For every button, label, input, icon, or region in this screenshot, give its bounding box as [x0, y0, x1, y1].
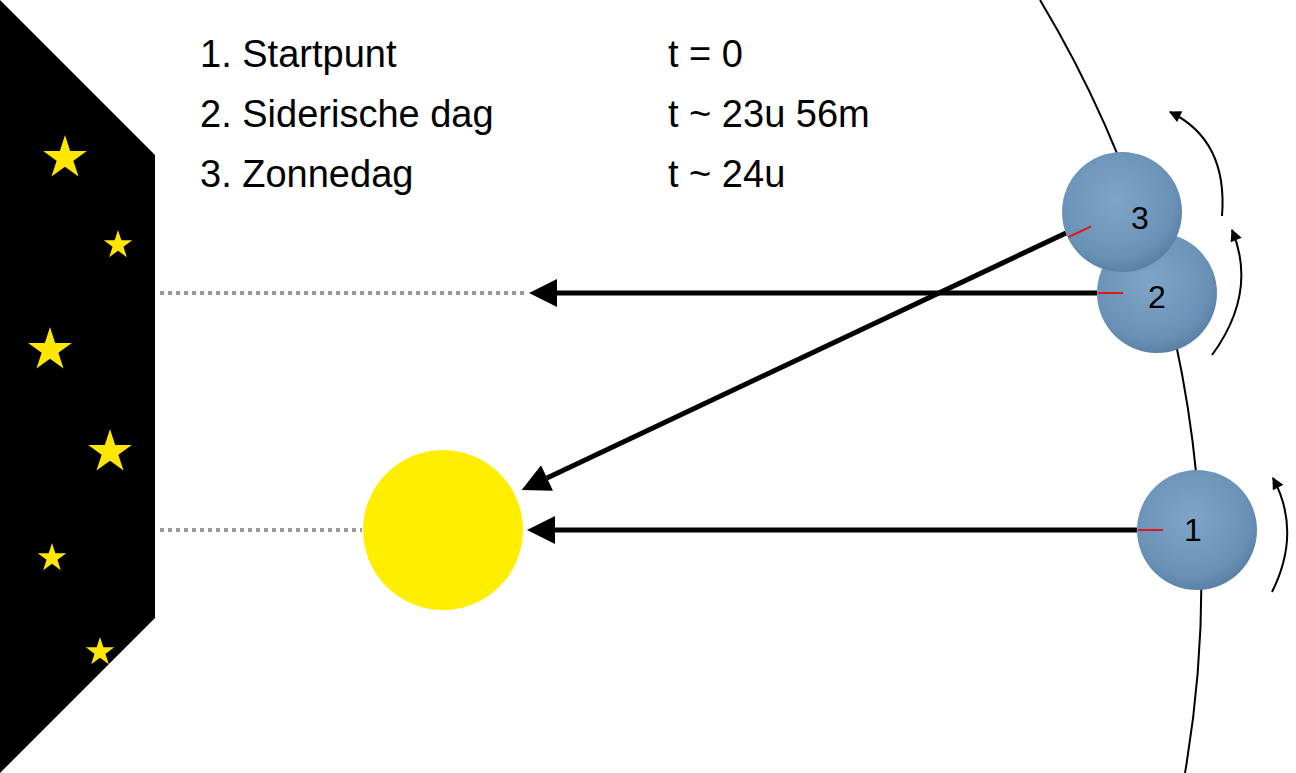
time-label: t ~ 24u [668, 152, 785, 198]
key-label: 2. Siderische dag [200, 92, 494, 138]
earth-circle: 1 [1137, 470, 1257, 590]
observer-marker [1098, 292, 1123, 294]
sun [363, 450, 523, 610]
position-number: 1 [1184, 512, 1202, 549]
direction-arrow [555, 528, 1137, 533]
earth-disc [1137, 470, 1257, 590]
star [104, 230, 133, 257]
earth-shape [1062, 152, 1182, 272]
sight-line [160, 528, 362, 532]
direction-arrow [557, 291, 1097, 296]
key-label: 3. Zonnedag [200, 152, 413, 198]
star [43, 135, 87, 177]
key-label: 1. Startpunt [200, 32, 396, 78]
earth-circle: 3 [1062, 152, 1182, 272]
earth-disc [1062, 152, 1182, 272]
sight-line [160, 291, 528, 295]
rotation-arrow [1272, 478, 1287, 592]
direction-arrow [547, 233, 1066, 478]
observer-marker [1138, 529, 1163, 531]
observer-marker [1069, 226, 1092, 237]
position-number: 2 [1148, 279, 1166, 316]
star [38, 543, 67, 570]
time-label: t = 0 [668, 32, 743, 78]
star [88, 429, 132, 471]
position-number: 3 [1131, 200, 1149, 237]
time-label: t ~ 23u 56m [668, 92, 870, 138]
star [86, 637, 115, 664]
star [28, 327, 72, 369]
star-field [0, 0, 155, 773]
